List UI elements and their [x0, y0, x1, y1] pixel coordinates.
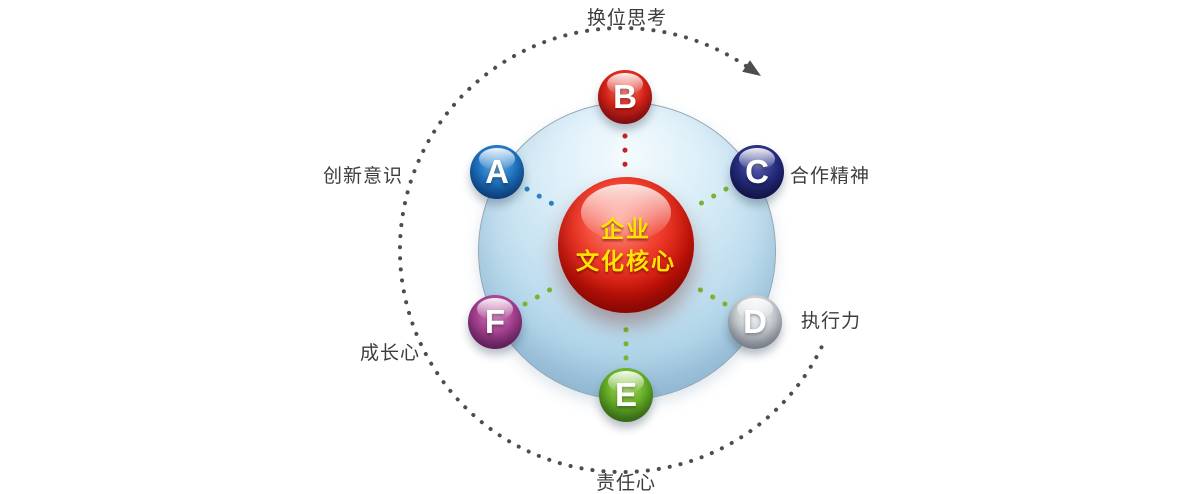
- node-sphere-f: F: [468, 295, 522, 349]
- core-label-line1: 企业: [601, 215, 651, 242]
- node-label-responsibility: 责任心: [596, 473, 657, 494]
- node-letter-d: D: [743, 303, 767, 340]
- node-sphere-d: D: [728, 295, 782, 349]
- node-letter-c: C: [745, 153, 769, 190]
- node-label-cooperation: 合作精神: [790, 166, 871, 187]
- core-label-line2: 文化核心: [576, 248, 676, 274]
- node-letter-a: A: [485, 153, 509, 190]
- node-label-innovation: 创新意识: [323, 166, 404, 187]
- core-sphere: 企业 文化核心: [558, 177, 694, 313]
- core-label: 企业 文化核心: [576, 213, 676, 277]
- node-letter-e: E: [614, 376, 637, 413]
- connector-a: [524, 186, 559, 209]
- node-letter-b: B: [613, 78, 637, 115]
- connector-c: [695, 186, 729, 208]
- node-letter-f: F: [484, 303, 506, 340]
- connector-d: [694, 285, 728, 307]
- connector-f: [522, 285, 556, 307]
- arrowhead-icon: [742, 60, 761, 76]
- node-sphere-e: E: [599, 368, 653, 422]
- node-sphere-c: C: [730, 145, 784, 199]
- node-label-empathy: 换位思考: [586, 8, 667, 29]
- node-sphere-a: A: [470, 145, 524, 199]
- node-label-execution: 执行力: [801, 311, 862, 332]
- node-label-growth: 成长心: [360, 343, 421, 364]
- node-sphere-b: B: [598, 70, 652, 124]
